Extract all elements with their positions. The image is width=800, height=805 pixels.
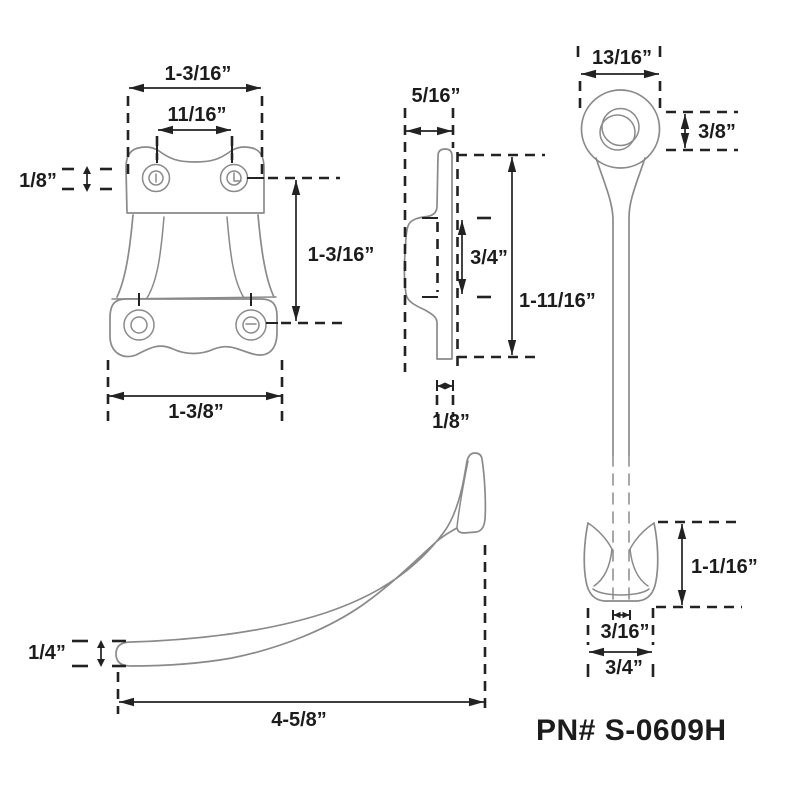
view-lever: 1/4” 4-5/8”	[28, 452, 487, 731]
dim-bracket-overall-width: 1-3/16”	[165, 63, 232, 85]
dim-bracket-base-width: 1-3/8”	[168, 401, 224, 423]
dim-rod-tip-width: 3/4”	[605, 657, 643, 679]
dim-side-flange-height: 3/4”	[470, 247, 508, 269]
dim-lever-length: 4-5/8”	[271, 709, 327, 731]
dim-rod-shaft-width: 3/16”	[601, 621, 650, 643]
dim-side-thickness: 1/8”	[432, 411, 470, 433]
view-bracket-front: 1-3/16” 11/16” 1/8” 1-3/16” 1-3/8”	[19, 63, 374, 428]
view-latch-rod: 13/16” 3/8” 1-1/16” 3/16” 3/4”	[576, 46, 758, 679]
arrow-shaft-left	[613, 611, 621, 619]
lever-outline	[115, 452, 487, 667]
bracket-body-right-edge	[257, 214, 275, 298]
rod-shaft-right	[628, 157, 646, 456]
part-number-label: PN# S-0609H	[536, 714, 727, 747]
bracket-hole-bottom-right-outer	[235, 309, 267, 341]
bracket-body-left-edge	[116, 214, 134, 298]
arrow-thickness-left	[437, 382, 445, 390]
rod-shaft-left	[595, 157, 614, 456]
dim-lever-thickness: 1/4”	[28, 642, 66, 664]
bracket-hole-top-right-inner	[226, 170, 242, 186]
dim-side-overall-height: 1-11/16”	[519, 290, 596, 312]
bracket-hole-bottom-left-inner	[130, 316, 148, 334]
side-profile-outline	[403, 148, 453, 360]
dim-bracket-hole-diameter: 1/8”	[19, 170, 57, 192]
lever-paddle-crease	[456, 460, 469, 528]
bracket-hole-bottom-right-inner	[242, 316, 260, 334]
bracket-base-outline	[109, 298, 278, 358]
arrow-shaft-right	[622, 611, 630, 619]
bracket-hole-top-left-inner	[148, 170, 164, 186]
rod-tip-arm-left	[587, 522, 613, 550]
bracket-body-inner-left	[146, 216, 165, 299]
rod-tip-bell-left	[593, 548, 613, 587]
arrow-lever-thickness-down	[97, 659, 105, 667]
bracket-top-plate-outline	[125, 146, 265, 214]
arrow-hole-dia-up	[83, 166, 91, 174]
dim-rod-eye-width: 13/16”	[592, 47, 652, 69]
dim-side-top-width: 5/16”	[412, 85, 461, 107]
rod-tip-rim	[592, 588, 650, 596]
bracket-body-inner-right	[226, 216, 245, 299]
rod-eye-hole-chamfer	[599, 114, 636, 151]
bracket-hole-bottom-left-outer	[123, 309, 155, 341]
bracket-hole-top-left-outer	[141, 163, 171, 193]
rod-tip-bell-right	[629, 548, 649, 587]
arrow-hole-dia-down	[83, 184, 91, 192]
rod-eye-outer	[580, 89, 661, 169]
rod-tip-outline	[583, 522, 659, 602]
dim-bracket-hole-spacing: 11/16”	[168, 104, 227, 126]
dim-bracket-hole-drop: 1-3/16”	[308, 244, 375, 266]
dim-rod-tip-height: 1-1/16”	[691, 556, 758, 578]
arrow-thickness-right	[445, 382, 453, 390]
view-bracket-side: 5/16” 3/4” 1-11/16” 1/8”	[403, 85, 596, 433]
rod-eye-hole	[601, 107, 640, 147]
rod-tip-arm-right	[629, 522, 655, 550]
arrow-lever-thickness-up	[97, 640, 105, 648]
dim-rod-eyehole-diameter: 3/8”	[698, 121, 736, 143]
bracket-hole-top-right-slot	[233, 172, 242, 182]
